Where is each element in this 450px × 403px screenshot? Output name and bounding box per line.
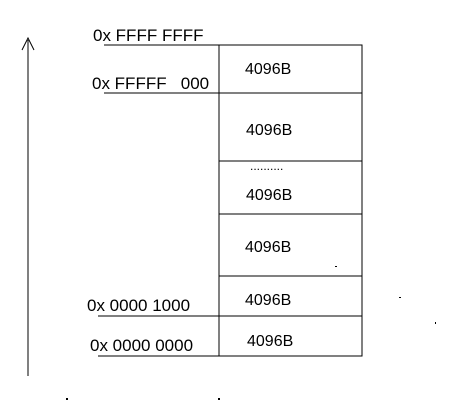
speck [66, 398, 68, 400]
block-label: 4096B [247, 333, 294, 350]
speck [399, 297, 401, 298]
speck [218, 398, 220, 400]
block-label: 4096B [246, 187, 293, 204]
block-label: 4096B [245, 292, 292, 309]
address-label-top: 0x FFFF FFFF [93, 26, 204, 45]
block-label: 4096B [245, 239, 292, 256]
axis-arrowhead [21, 36, 35, 51]
speck [335, 266, 337, 267]
ellipsis-dots: .......... [250, 159, 284, 173]
address-label-1000: 0x 0000 1000 [87, 296, 191, 315]
address-label-second: 0x FFFFF 000 [92, 74, 210, 93]
memory-column-outline [218, 44, 363, 357]
address-label-zero: 0x 0000 0000 [90, 336, 194, 355]
speck [435, 322, 436, 324]
block-label: 4096B [246, 122, 293, 139]
block-label: 4096B [245, 61, 292, 78]
